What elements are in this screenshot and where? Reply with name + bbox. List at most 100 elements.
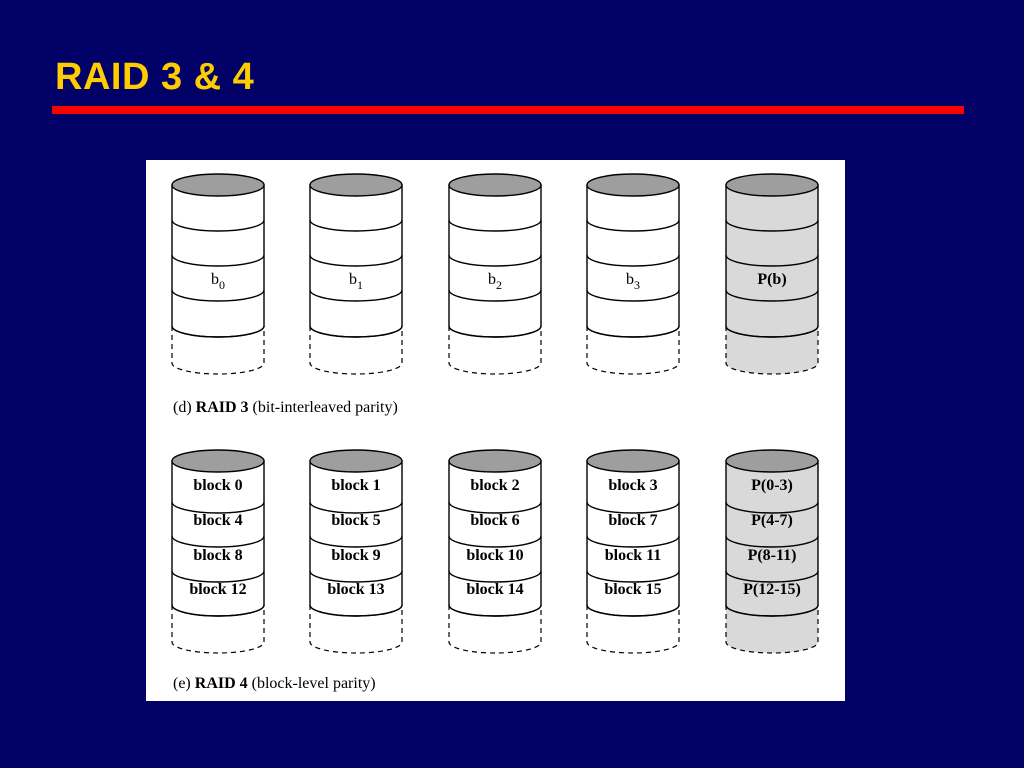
raid3-disk-top: [171, 173, 265, 197]
raid4-disk-band-divider: [586, 535, 680, 548]
raid3-disk-band-divider: [725, 289, 819, 302]
raid3-disk-label-base: b: [488, 271, 496, 288]
raid4-disk-band-divider: [309, 570, 403, 583]
slide-title: RAID 3 & 4: [55, 56, 255, 98]
raid4-caption: (e) RAID 4 (block-level parity): [173, 675, 376, 692]
raid4-block-label: block 10: [466, 547, 523, 564]
raid3-disk-extension-outline: [725, 326, 819, 375]
raid4-disk-band-divider: [448, 604, 542, 617]
raid4-block-label: block 4: [193, 512, 242, 529]
raid4-block-label: block 6: [470, 512, 519, 529]
raid4-disk-extension-fill: [310, 605, 402, 653]
raid3-disk-label: b2: [488, 271, 502, 292]
raid3-disk-body: [171, 184, 265, 338]
raid4-block-label: block 1: [331, 477, 380, 494]
raid4-disk-extension-outline: [586, 605, 680, 654]
raid4-caption-scheme: RAID 4: [195, 675, 248, 692]
raid3-disk-band-divider: [309, 219, 403, 232]
raid4-disk-4: P(0-3)P(4-7)P(8-11)P(12-15): [725, 449, 819, 654]
raid3-disk-label-subscript: 0: [219, 278, 225, 292]
raid4-disk-extension-fill: [726, 605, 818, 653]
raid3-disk-band-divider: [309, 325, 403, 338]
raid3-disk-0: b0: [171, 173, 265, 375]
raid3-disk-extension-fill: [726, 326, 818, 374]
raid3-disk-label-base: b: [626, 271, 634, 288]
raid4-block-label: block 15: [604, 581, 661, 598]
raid3-disk-body: [448, 184, 542, 338]
raid4-disk-band-divider: [171, 604, 265, 617]
raid4-disk-top: [309, 449, 403, 473]
raid3-disk-body: [309, 184, 403, 338]
raid3-disk-top: [309, 173, 403, 197]
raid4-disk-band-divider: [725, 570, 819, 583]
raid4-disk-extension-fill: [172, 605, 264, 653]
raid3-disk-label: b1: [349, 271, 363, 292]
raid3-disk-label-subscript: 1: [357, 278, 363, 292]
raid3-disk-body: [586, 184, 680, 338]
raid4-block-label: block 7: [608, 512, 657, 529]
raid3-disk-extension-outline: [448, 326, 542, 375]
raid4-disk-band-divider: [586, 570, 680, 583]
raid3-disk-band-divider: [586, 325, 680, 338]
raid3-caption-prefix: (d): [173, 399, 196, 416]
raid3-caption-scheme: RAID 3: [196, 399, 249, 416]
raid3-disk-extension-outline: [309, 326, 403, 375]
raid4-disk-band-divider: [448, 501, 542, 514]
raid3-disk-label: P(b): [757, 271, 786, 288]
raid4-block-label: block 5: [331, 512, 380, 529]
raid4-block-label: P(4-7): [751, 512, 793, 529]
raid4-disk-extension-outline: [309, 605, 403, 654]
raid4-block-label: block 11: [605, 547, 661, 564]
raid3-disk-band-divider: [171, 325, 265, 338]
raid3-disk-extension-outline: [586, 326, 680, 375]
raid4-disk-extension-outline: [725, 605, 819, 654]
raid4-disk-top: [725, 449, 819, 473]
raid3-disk-2: b2: [448, 173, 542, 375]
raid3-disk-band-divider: [171, 254, 265, 267]
raid4-block-label: P(8-11): [748, 547, 797, 564]
raid3-disk-3: b3: [586, 173, 680, 375]
raid4-disk-extension-outline: [171, 605, 265, 654]
raid3-disk-label-subscript: 2: [496, 278, 502, 292]
raid3-caption: (d) RAID 3 (bit-interleaved parity): [173, 399, 398, 416]
raid4-block-label: block 12: [189, 581, 246, 598]
raid3-disk-band-divider: [586, 219, 680, 232]
raid3-disk-label-base: b: [349, 271, 357, 288]
raid3-disk-1: b1: [309, 173, 403, 375]
raid4-disk-top: [171, 449, 265, 473]
raid3-caption-suffix: (bit-interleaved parity): [249, 399, 398, 416]
raid3-disk-extension-fill: [449, 326, 541, 374]
raid4-disk-extension-outline: [448, 605, 542, 654]
raid4-disk-band-divider: [309, 501, 403, 514]
raid4-disk-band-divider: [171, 501, 265, 514]
raid3-disk-extension-fill: [310, 326, 402, 374]
raid4-disk-band-divider: [171, 535, 265, 548]
raid3-disk-band-divider: [448, 289, 542, 302]
raid3-disk-band-divider: [725, 254, 819, 267]
raid3-disk-band-divider: [309, 254, 403, 267]
raid3-disk-band-divider: [586, 254, 680, 267]
raid3-disk-label-base: P(b): [757, 271, 786, 288]
title-underline: [52, 106, 964, 114]
raid3-disk-body: [725, 184, 819, 338]
raid3-disk-band-divider: [725, 325, 819, 338]
raid4-disk-top: [586, 449, 680, 473]
raid3-disk-top: [448, 173, 542, 197]
raid4-block-label: P(12-15): [743, 581, 801, 598]
raid3-disk-top: [586, 173, 680, 197]
raid3-disk-extension-fill: [587, 326, 679, 374]
raid3-disk-top: [725, 173, 819, 197]
raid4-disk-band-divider: [171, 570, 265, 583]
raid3-disk-label-base: b: [211, 271, 219, 288]
raid4-disk-band-divider: [725, 604, 819, 617]
raid4-disk-top: [448, 449, 542, 473]
raid3-disk-band-divider: [448, 325, 542, 338]
raid3-disk-label-subscript: 3: [634, 278, 640, 292]
raid3-disk-band-divider: [171, 289, 265, 302]
